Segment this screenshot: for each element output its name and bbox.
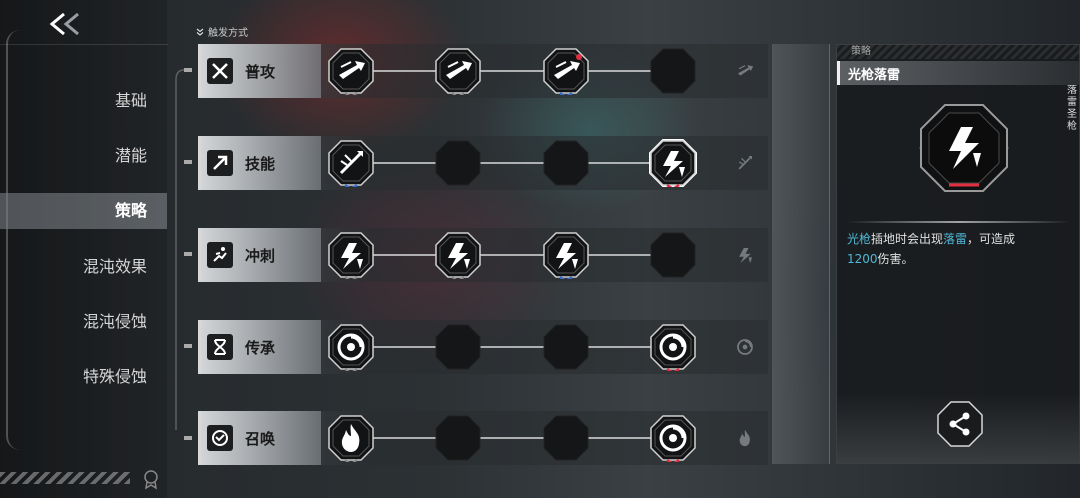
sidebar-arc <box>6 30 20 450</box>
strategy-node-2-locked[interactable] <box>434 414 482 462</box>
share-icon <box>949 412 970 436</box>
strategy-node-1[interactable] <box>327 323 375 371</box>
row-header: 冲刺 <box>201 228 321 282</box>
panel-title-bar: 光枪落雷 <box>837 61 1079 85</box>
row-label: 传承 <box>245 338 276 357</box>
sidebar-item-potential[interactable]: 潜能 <box>114 146 147 165</box>
panel-side-text: 落雷 圣枪 <box>1067 85 1077 132</box>
skill-row-summon: 召唤 <box>198 411 768 465</box>
trigger-mode-text: 触发方式 <box>208 28 248 39</box>
strategy-node-4-locked[interactable] <box>649 47 697 95</box>
sidebar-item-special-erosion[interactable]: 特殊侵蚀 <box>82 367 147 386</box>
strategy-node-3-locked[interactable] <box>542 414 590 462</box>
row-connector <box>175 68 192 440</box>
panel-separator <box>847 221 1071 223</box>
strategy-node-3[interactable] <box>542 47 590 95</box>
row-label: 召唤 <box>245 429 276 448</box>
decor-stripes <box>0 472 130 484</box>
strategy-node-1[interactable] <box>327 47 375 95</box>
skill-row-skill: 技能 <box>198 136 768 190</box>
sidebar-item-chaos-effect[interactable]: 混沌效果 <box>82 257 147 276</box>
crossed-swords-icon <box>207 58 233 84</box>
share-button[interactable] <box>937 401 983 447</box>
arrow-up-right-icon <box>207 150 233 176</box>
strategy-node-2[interactable] <box>434 231 482 279</box>
strategy-node-2[interactable] <box>434 47 482 95</box>
progress-track <box>351 437 691 439</box>
divider-strip <box>772 44 830 464</box>
sidebar-item-basic[interactable]: 基础 <box>114 91 147 110</box>
sidebar-item-chaos-erosion[interactable]: 混沌侵蚀 <box>82 312 147 331</box>
arrows-ghost-icon <box>731 57 759 85</box>
strategy-detail-panel: 策略 光枪落雷 落雷 圣枪 光枪插地时会出现落雷，可造成 1200伤害。 <box>836 44 1080 464</box>
desc-damage-value: 1200 <box>847 252 878 266</box>
desc-text: 伤害。 <box>877 252 914 266</box>
strategy-description: 光枪插地时会出现落雷，可造成 1200伤害。 <box>847 229 1071 269</box>
strategy-node-3-locked[interactable] <box>542 139 590 187</box>
desc-text: ，可造成 <box>967 232 1016 246</box>
sidebar: 基础 潜能 策略 混沌效果 混沌侵蚀 特殊侵蚀 <box>0 0 168 498</box>
progress-track <box>351 70 691 72</box>
row-header: 普攻 <box>201 44 321 98</box>
double-chevron-left-icon <box>49 12 79 36</box>
dna-helix-icon <box>207 334 233 360</box>
swirl-ghost-icon <box>731 333 759 361</box>
medal-icon <box>144 470 158 490</box>
sidebar-item-strategy[interactable]: 策略 <box>0 193 167 229</box>
strategy-node-2-locked[interactable] <box>434 139 482 187</box>
row-header: 召唤 <box>201 411 321 465</box>
back-button[interactable] <box>44 8 92 40</box>
strategy-node-2-locked[interactable] <box>434 323 482 371</box>
desc-keyword-thunder: 落雷 <box>943 232 968 246</box>
trigger-mode-label: 触发方式 <box>196 24 248 39</box>
strategy-node-4-locked[interactable] <box>649 231 697 279</box>
strategy-node-3[interactable] <box>542 231 590 279</box>
row-label: 普攻 <box>245 62 276 81</box>
skill-row-inheritance: 传承 <box>198 320 768 374</box>
row-label: 技能 <box>245 154 276 173</box>
desc-keyword-light-spear: 光枪 <box>847 232 872 246</box>
strategy-node-4-selected[interactable] <box>649 139 697 187</box>
double-chevron-down-icon <box>196 28 204 36</box>
skill-row-normal-attack: 普攻 <box>198 44 768 98</box>
bolt-ghost-icon <box>731 241 759 269</box>
sidebar-divider <box>0 44 168 45</box>
strategy-node-1[interactable] <box>327 139 375 187</box>
skill-row-dash: 冲刺 <box>198 228 768 282</box>
strategy-node-1[interactable] <box>327 231 375 279</box>
desc-text: 插地时会出现 <box>871 232 944 246</box>
progress-track <box>351 162 691 164</box>
strategy-node-4[interactable] <box>649 414 697 462</box>
panel-section-label: 策略 <box>837 45 1079 59</box>
selected-strategy-emblem <box>919 104 1009 192</box>
row-label: 冲刺 <box>245 246 276 265</box>
row-header: 传承 <box>201 320 321 374</box>
panel-title: 光枪落雷 <box>848 68 901 83</box>
strategy-node-1[interactable] <box>327 414 375 462</box>
progress-track <box>351 254 691 256</box>
dash-runner-icon <box>207 242 233 268</box>
strategy-node-3-locked[interactable] <box>542 323 590 371</box>
summon-swirl-icon <box>207 425 233 451</box>
strategy-node-4[interactable] <box>649 323 697 371</box>
progress-track <box>351 346 691 348</box>
spear-ghost-icon <box>731 149 759 177</box>
row-header: 技能 <box>201 136 321 190</box>
flame-ghost-icon <box>731 424 759 452</box>
